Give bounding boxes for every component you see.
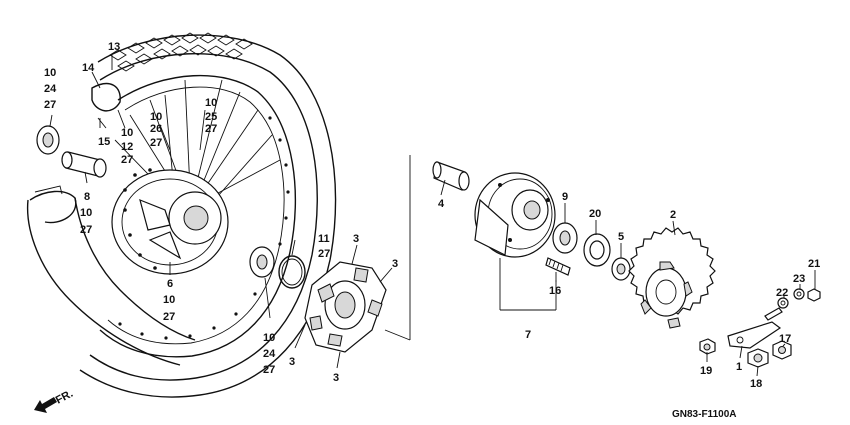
- label-3-b: 3: [392, 258, 398, 270]
- label-24-b: 24: [263, 348, 276, 360]
- label-27-e: 27: [80, 224, 92, 236]
- label-23: 23: [793, 273, 805, 285]
- right-bearing: [249, 246, 275, 278]
- front-direction-arrow: FR.: [34, 388, 75, 413]
- damper-bracket-lines: [384, 155, 411, 341]
- label-27-d: 27: [150, 137, 162, 149]
- label-10-b: 10: [121, 127, 133, 139]
- label-15: 15: [98, 136, 110, 148]
- label-20: 20: [589, 208, 601, 220]
- leader-lines: [49, 54, 816, 377]
- label-10-f: 10: [163, 294, 175, 306]
- axle-sleeve: [61, 151, 107, 178]
- label-3-d: 3: [333, 372, 339, 384]
- driven-flange: [474, 172, 556, 258]
- label-14: 14: [82, 62, 95, 74]
- label-26: 26: [150, 123, 162, 135]
- wheel-hub: [111, 168, 229, 275]
- label-16: 16: [549, 285, 561, 297]
- final-driven-sprocket: [628, 227, 716, 329]
- nut-17: [772, 340, 792, 360]
- direction-label: FR.: [54, 388, 75, 407]
- label-10-g: 10: [263, 332, 275, 344]
- damper-rubbers: [304, 261, 387, 353]
- label-27-a: 27: [44, 99, 56, 111]
- label-17: 17: [779, 333, 791, 345]
- label-19: 19: [700, 365, 712, 377]
- label-3-c: 3: [289, 356, 295, 368]
- washer-22: [777, 297, 789, 309]
- collar: [611, 257, 631, 281]
- label-10-d: 10: [150, 111, 162, 123]
- label-18: 18: [750, 378, 762, 390]
- label-4: 4: [438, 198, 445, 210]
- o-ring: [278, 255, 306, 289]
- part-labels: 13 14 10 24 27 15 10 12 27 10 25 27 10 2…: [44, 41, 820, 390]
- label-10-e: 10: [80, 207, 92, 219]
- stud-bolt: [545, 257, 571, 276]
- label-27-f: 27: [163, 311, 175, 323]
- label-10-a: 10: [44, 67, 56, 79]
- washer-23: [793, 288, 805, 300]
- inner-tube: [26, 185, 196, 366]
- label-24-a: 24: [44, 83, 57, 95]
- label-22: 22: [776, 287, 788, 299]
- label-5: 5: [618, 231, 624, 243]
- nut-21: [807, 288, 821, 302]
- flange-bracket-lines: [499, 258, 557, 311]
- oil-seal: [583, 233, 611, 267]
- label-1: 1: [736, 361, 742, 373]
- label-27-h: 27: [263, 364, 275, 376]
- flange-bearing: [552, 222, 578, 254]
- label-27-b: 27: [121, 154, 133, 166]
- label-6: 6: [167, 278, 173, 290]
- label-25: 25: [205, 111, 217, 123]
- tire: [79, 32, 337, 398]
- label-2: 2: [670, 209, 676, 221]
- rim-band: [91, 83, 121, 129]
- label-12: 12: [121, 141, 133, 153]
- label-27-g: 27: [318, 248, 330, 260]
- label-11: 11: [318, 233, 330, 245]
- label-8: 8: [84, 191, 90, 203]
- left-bearing: [36, 125, 60, 155]
- drawing-code: GN83-F1100A: [672, 409, 736, 420]
- label-13: 13: [108, 41, 120, 53]
- label-21: 21: [808, 258, 820, 270]
- label-3-a: 3: [353, 233, 359, 245]
- label-9: 9: [562, 191, 568, 203]
- nut-18: [747, 348, 769, 368]
- sprocket-bolt: [432, 161, 470, 191]
- nut-19: [699, 338, 716, 355]
- label-10-c: 10: [205, 97, 217, 109]
- label-27-c: 27: [205, 123, 217, 135]
- label-7: 7: [525, 329, 531, 341]
- chain-adjuster-plate: [727, 307, 783, 349]
